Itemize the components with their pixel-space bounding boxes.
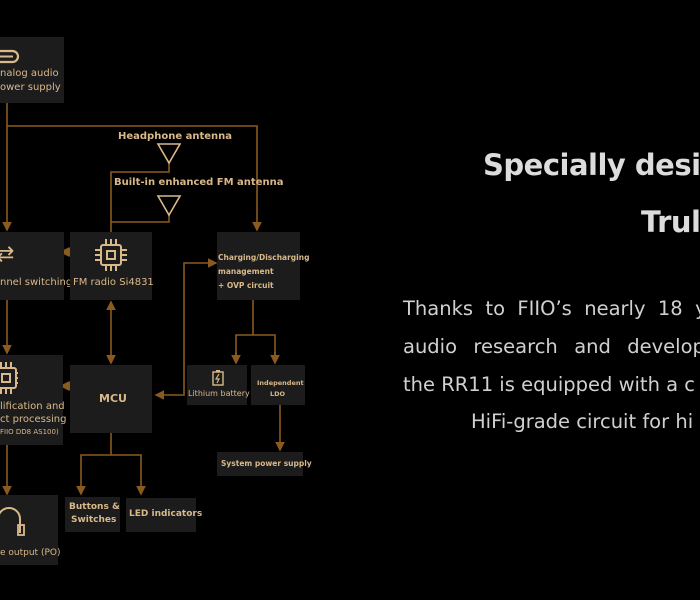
channel-switching-node: ⇄ nnel switching: [0, 232, 72, 300]
analog-power-node: nalog audio ower supply: [0, 37, 64, 103]
paragraph-line-4: HiFi-grade circuit for hi: [471, 410, 694, 433]
usb-c-icon: [0, 49, 20, 64]
charging-node: Charging/Discharging management + OVP ci…: [217, 232, 309, 300]
chip-icon: [95, 239, 127, 271]
paragraph-line-2: audio research and develop: [403, 335, 700, 358]
fm-radio-node: FM radio Si4831: [70, 232, 154, 300]
switch-arrows-icon: ⇄: [0, 242, 15, 267]
amplification-node: lification and ct processing FIIO DD8 AS…: [0, 355, 67, 445]
ldo-node: Independent LDO: [251, 365, 305, 405]
led-node: LED indicators: [126, 498, 202, 532]
headline-line-1: Specially desig: [483, 148, 700, 182]
headphone-antenna-label: Headphone antenna: [118, 131, 233, 142]
headphone-icon: [0, 507, 25, 536]
paragraph-line-1: Thanks to FIIO’s nearly 18 ye: [403, 297, 700, 320]
paragraph-line-3: the RR11 is equipped with a c: [403, 373, 696, 396]
buttons-node: Buttons & Switches: [65, 497, 120, 532]
system-power-node: System power supply: [217, 452, 312, 476]
mcu-node: MCU: [70, 365, 152, 433]
chip-icon: [0, 362, 18, 394]
battery-node: Lithium battery: [187, 365, 250, 405]
headline-line-2: Trul: [641, 205, 700, 239]
battery-icon: [212, 370, 224, 386]
headphone-antenna-icon: [156, 143, 182, 165]
fm-antenna-label: Built-in enhanced FM antenna: [114, 177, 284, 188]
fm-antenna-icon: [156, 195, 182, 217]
phone-output-node: e output (PO): [0, 495, 60, 565]
